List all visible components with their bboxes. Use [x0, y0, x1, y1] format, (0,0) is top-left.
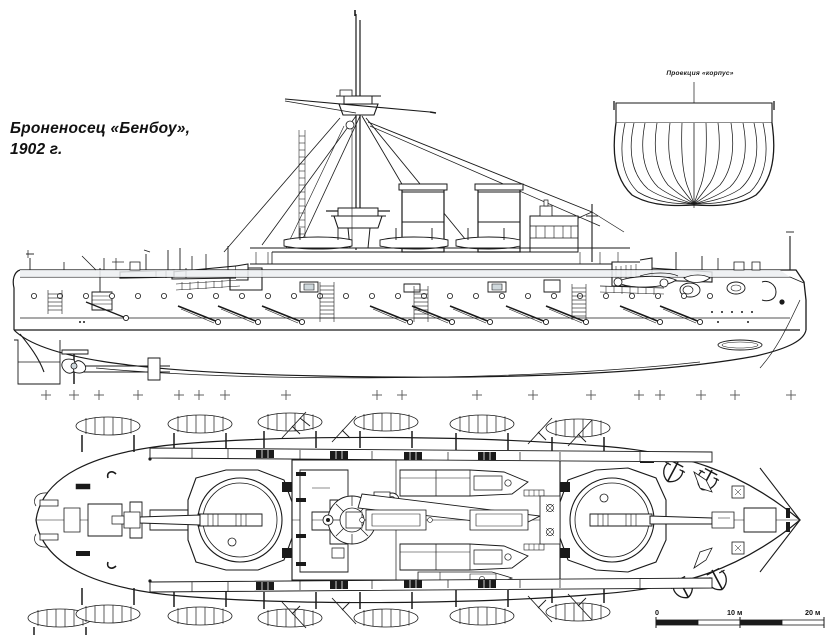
- scale-tick-10: 10 м: [727, 608, 743, 617]
- title-line-1: Броненосец «Бенбоу»,: [10, 120, 191, 137]
- central-superstructure: [291, 459, 561, 587]
- bridge-structure: [529, 199, 579, 253]
- net-booms-plan: [281, 411, 593, 629]
- boarding-ladders: [47, 282, 587, 322]
- boat-deck: [271, 228, 560, 264]
- detail-dots: [79, 311, 753, 323]
- scale-bar-graphic: [655, 617, 825, 628]
- page-title: Броненосец «Бенбоу», 1902 г.: [10, 119, 250, 161]
- fore-barbette-plan: [539, 467, 790, 573]
- aft-deck-boats: [613, 272, 711, 288]
- title-line-2: 1902 г.: [10, 140, 63, 158]
- scale-tick-0: 0: [655, 608, 659, 617]
- deck-edge-strips: [149, 447, 713, 593]
- stern-deck-fittings: [26, 246, 229, 271]
- torpedo-net-booms: [85, 301, 704, 326]
- bow-deck-fittings: [675, 231, 794, 305]
- station-marks: [41, 390, 796, 400]
- plan-view: [28, 411, 801, 635]
- scale-tick-20: 20 м: [805, 608, 821, 617]
- main-mast: [223, 10, 601, 253]
- upper-deck: [250, 247, 640, 265]
- funnels: [398, 183, 524, 253]
- side-elevation-view: [12, 10, 807, 385]
- hull-projection-inset: [613, 82, 775, 208]
- scale-bar: 0 10 м 20 м: [655, 608, 827, 630]
- hull-projection-label: Проекция «корпус»: [666, 70, 734, 77]
